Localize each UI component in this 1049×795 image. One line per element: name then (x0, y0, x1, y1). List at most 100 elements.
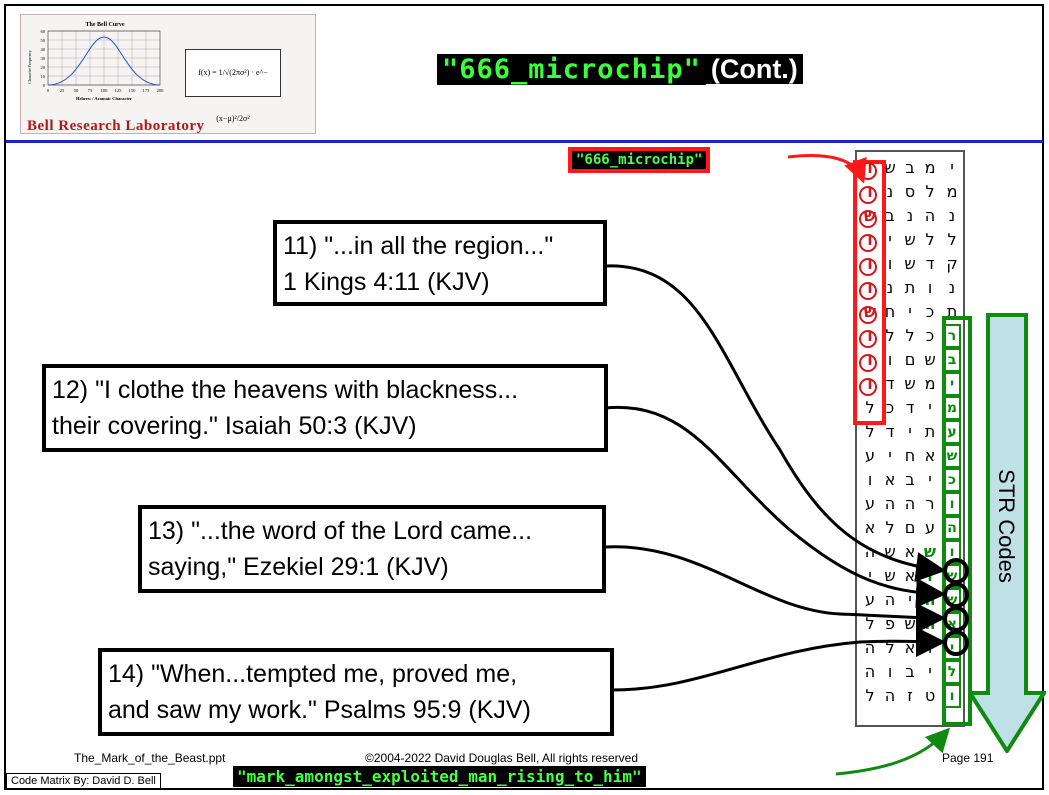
matrix-cell: ר (925, 494, 935, 513)
matrix-cell: ד (885, 374, 895, 393)
logo-x-tick: 50 (74, 88, 79, 93)
matrix-cell: ת (904, 278, 916, 297)
matrix-cell: ת (924, 422, 936, 441)
logo-x-tick: 25 (60, 88, 65, 93)
matrix-cell: ה (864, 638, 876, 657)
logo-x-label: Hebrew / Aramaic Character (76, 96, 132, 101)
quote-line: 13) "...the word of the Lord came... (148, 517, 533, 545)
matrix-cell: כ (925, 326, 935, 345)
matrix-cell: ה (884, 494, 896, 513)
logo-y-tick: 20 (41, 65, 46, 70)
matrix-cell: י (928, 398, 932, 417)
logo-y-ticks: 60 50 40 30 20 10 0 (41, 29, 46, 88)
matrix-cell: ש (904, 230, 916, 249)
logo-y-tick: 10 (41, 74, 46, 79)
matrix-cell: ע (864, 590, 875, 609)
matrix-cell: ל (865, 398, 875, 417)
matrix-cell: ט (924, 686, 936, 705)
matrix-cell: א (904, 542, 916, 561)
matrix-cell: ש (884, 566, 896, 585)
quote-box: 12) "I clothe the heavens with blackness… (42, 364, 608, 452)
quote-line: their covering." Isaiah 50:3 (KJV) (52, 412, 417, 440)
matrix-cell: ל (925, 182, 935, 201)
quote-line: 1 Kings 4:11 (KJV) (283, 268, 490, 296)
footer-filename: The_Mark_of_the_Beast.ppt (74, 751, 226, 765)
matrix-cell: י (908, 302, 912, 321)
connector-13 (604, 545, 946, 633)
red-tag-connector (787, 154, 867, 184)
title-code: "666_microchip" (437, 54, 706, 85)
matrix-cell: ע (864, 446, 875, 465)
matrix-cell: ו (867, 470, 873, 489)
page-title: "666_microchip"(Cont.) (437, 54, 803, 85)
matrix-credit: Code Matrix By: David D. Bell (6, 773, 161, 789)
quote-line: 14) "When...tempted me, proved me, (108, 660, 518, 688)
matrix-cell: י (868, 566, 872, 585)
matrix-cell: ו (887, 662, 893, 681)
red-highlight-circle (859, 258, 877, 276)
matrix-cell: ם (904, 518, 916, 537)
matrix-cell: ב (885, 206, 895, 225)
matrix-cell: ב (905, 470, 915, 489)
matrix-cell: ש (904, 374, 916, 393)
matrix-cell: ו (887, 254, 893, 273)
bell-formula: f(x) = 1/√(2πσ²) · e^−(x−μ)²/2σ² (185, 49, 281, 123)
matrix-cell: ע (864, 494, 875, 513)
str-codes-arrow (968, 313, 1046, 753)
matrix-cell: נ (906, 206, 914, 225)
matrix-cell: י (928, 470, 932, 489)
matrix-cell: י (928, 662, 932, 681)
quote-line: 12) "I clothe the heavens with blackness… (52, 376, 519, 404)
logo-x-tick: 150 (129, 88, 137, 93)
matrix-cell: י (950, 158, 954, 177)
matrix-cell: מ (946, 182, 958, 201)
red-highlight-circle (859, 282, 877, 300)
logo-y-tick: 50 (41, 38, 46, 43)
red-highlight-circle (859, 210, 877, 228)
matrix-cell: ל (885, 326, 895, 345)
green-tag-connector (835, 727, 951, 776)
matrix-cell: ד (905, 398, 915, 417)
matrix-cell: ו (927, 278, 933, 297)
matrix-cell: נ (948, 206, 956, 225)
matrix-cell: ש (924, 350, 936, 369)
matrix-cell: א (884, 470, 896, 489)
matrix-cell: א (904, 566, 916, 585)
matrix-cell: ל (925, 230, 935, 249)
matrix-cell: א (904, 638, 916, 657)
quote-line: and saw my work." Psalms 95:9 (KJV) (108, 696, 531, 724)
logo-y-tick: 0 (43, 83, 46, 88)
title-suffix: (Cont.) (705, 54, 803, 84)
matrix-cell: י (888, 446, 892, 465)
matrix-cell: כ (925, 302, 935, 321)
connector-14 (611, 626, 946, 692)
connector-12 (604, 405, 946, 609)
matrix-cell: י (908, 422, 912, 441)
matrix-cell: ד (885, 422, 895, 441)
matrix-cell: מ (924, 158, 936, 177)
matrix-cell: ב (905, 158, 915, 177)
quote-box: 11) "...in all the region..." 1 Kings 4:… (273, 220, 607, 306)
red-highlight-circle (859, 234, 877, 252)
lab-name: Bell Research Laboratory (27, 118, 205, 134)
matrix-cell: ח (904, 446, 916, 465)
red-highlight-circle (859, 330, 877, 348)
quote-line: 11) "...in all the region..." (283, 232, 554, 260)
matrix-cell: ל (885, 638, 895, 657)
logo-x-tick: 100 (101, 88, 109, 93)
matrix-cell: ס (904, 182, 916, 201)
matrix-cell: ה (864, 542, 876, 561)
bottom-code-tag: "mark_amongst_exploited_man_rising_to_hi… (233, 766, 646, 787)
logo-x-ticks: 0 25 50 75 100 125 150 175 200 (47, 88, 164, 93)
logo-y-tick: 40 (41, 47, 46, 52)
top-code-tag: "666_microchip" (568, 147, 711, 173)
green-column-highlight (942, 316, 972, 726)
matrix-cell: ל (865, 422, 875, 441)
bell-research-logo: The Bell Curve Character Frequency 60 50… (20, 14, 316, 134)
matrix-cell: ש (904, 614, 916, 633)
matrix-cell: נ (886, 182, 894, 201)
matrix-cell: ה (864, 662, 876, 681)
matrix-cell: ש (884, 542, 896, 561)
matrix-cell: ה (884, 686, 896, 705)
matrix-cell: ל (865, 614, 875, 633)
